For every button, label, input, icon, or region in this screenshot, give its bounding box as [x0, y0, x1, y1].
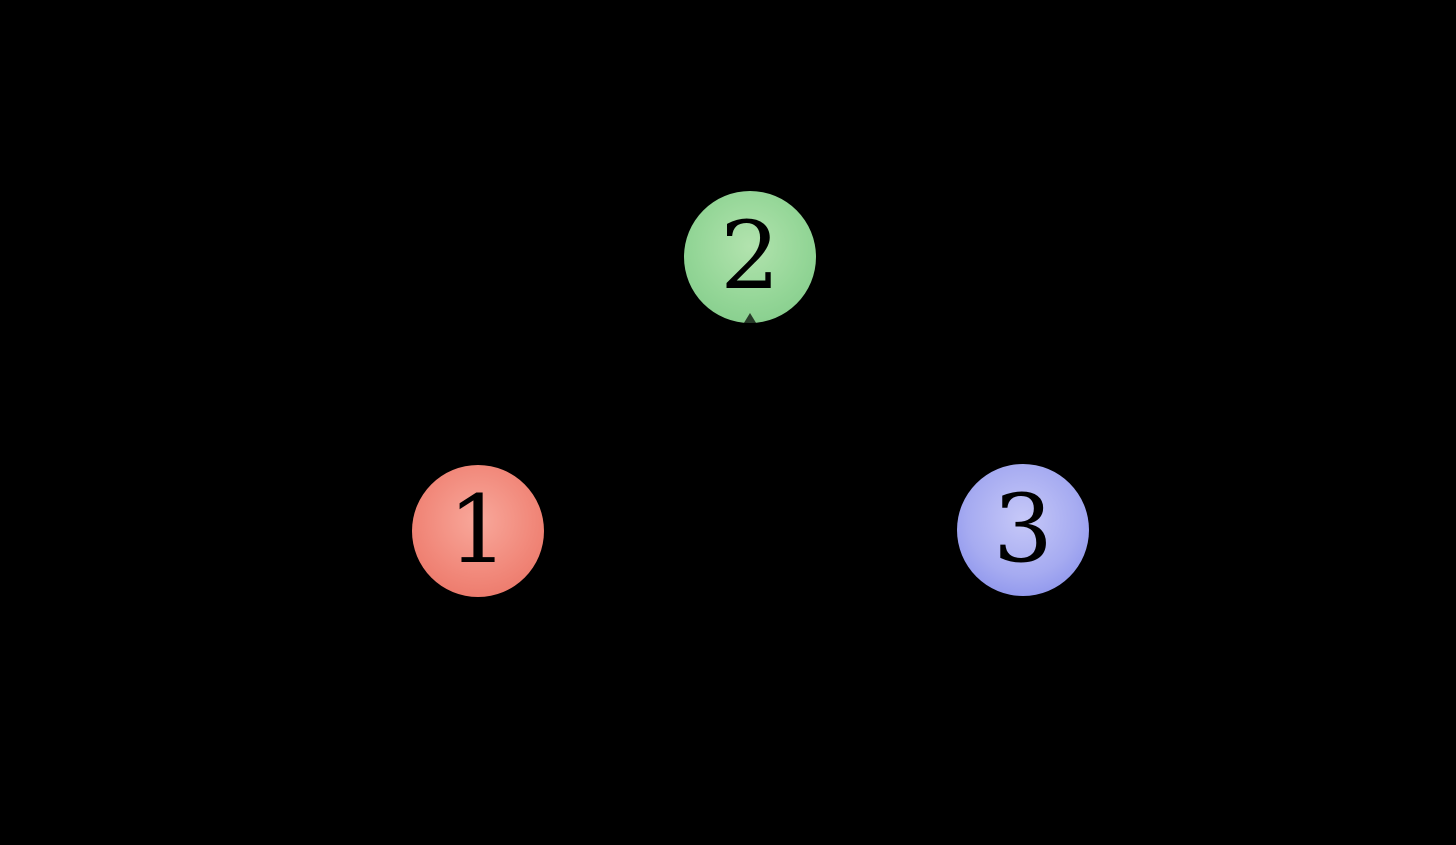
node-1-label: 1	[448, 476, 508, 585]
graph-node-3: 3	[957, 464, 1089, 596]
node-3-label: 3	[993, 475, 1053, 584]
node-2-label: 2	[720, 202, 780, 311]
graph-node-2: 2	[684, 191, 816, 323]
graph-node-1: 1	[412, 465, 544, 597]
